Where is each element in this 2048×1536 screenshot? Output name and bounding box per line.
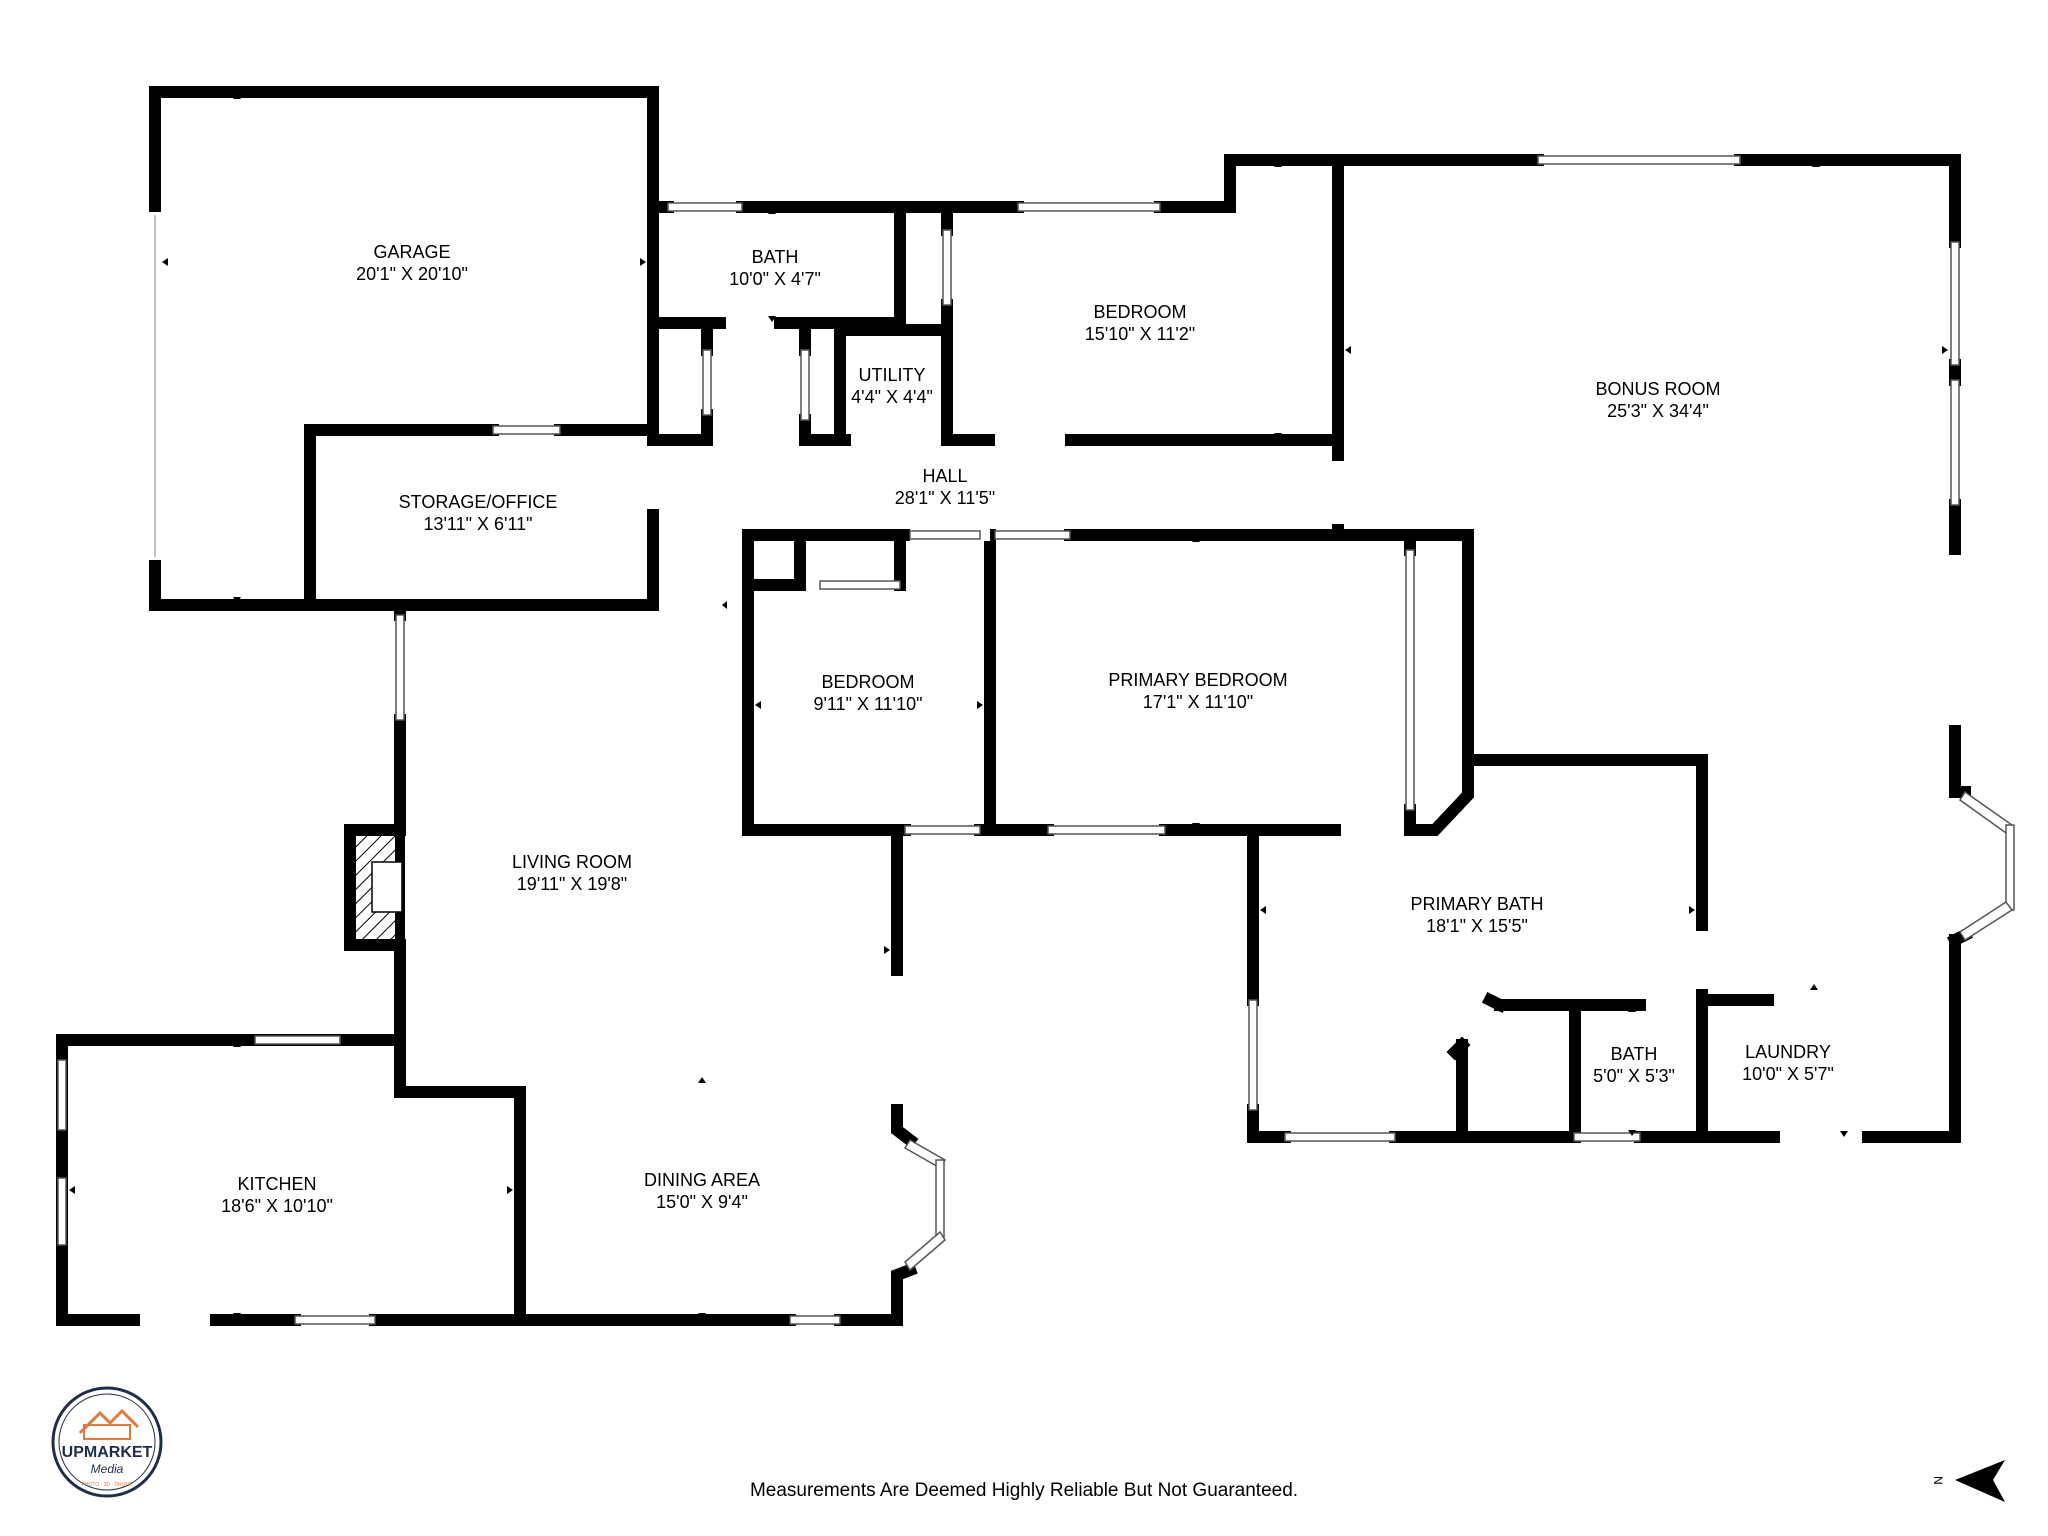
room-name-storage-office: STORAGE/OFFICE <box>399 492 558 512</box>
room-name-laundry: LAUNDRY <box>1745 1042 1831 1062</box>
logo-name: UPMARKET <box>62 1444 153 1461</box>
room-dims-utility: 4'4" X 4'4" <box>851 387 933 407</box>
windows <box>57 155 2015 1326</box>
room-dims-kitchen: 18'6" X 10'10" <box>221 1196 333 1216</box>
room-name-kitchen: KITCHEN <box>237 1174 316 1194</box>
room-name-garage: GARAGE <box>373 242 450 262</box>
north-arrow-icon: N <box>1931 1460 2005 1502</box>
fireplace <box>345 825 405 950</box>
room-dims-bedroom-2: 9'11" X 11'10" <box>813 694 922 714</box>
room-dims-hall: 28'1" X 11'5" <box>895 488 995 508</box>
dimension-ticks <box>69 93 1948 1319</box>
room-name-bedroom-2: BEDROOM <box>821 672 914 692</box>
room-dims-storage-office: 13'11" X 6'11" <box>423 514 532 534</box>
room-name-bedroom: BEDROOM <box>1093 302 1186 322</box>
logo-tagline: PHOTO · 3D · DRONE <box>81 1482 133 1488</box>
room-name-primary-bath: PRIMARY BATH <box>1410 894 1543 914</box>
room-dims-bedroom: 15'10" X 11'2" <box>1085 324 1195 344</box>
walls <box>56 86 1974 1326</box>
room-dims-bonus-room: 25'3" X 34'4" <box>1607 401 1709 421</box>
room-dims-primary-bath: 18'1" X 15'5" <box>1426 916 1528 936</box>
room-name-primary-bedroom: PRIMARY BEDROOM <box>1108 670 1287 690</box>
room-dims-bath: 10'0" X 4'7" <box>729 269 821 289</box>
room-name-bath: BATH <box>752 247 799 267</box>
room-name-dining-area: DINING AREA <box>644 1170 760 1190</box>
room-name-bath-2: BATH <box>1611 1044 1658 1064</box>
disclaimer: Measurements Are Deemed Highly Reliable … <box>749 1480 1299 1501</box>
room-name-utility: UTILITY <box>858 365 925 385</box>
room-name-bonus-room: BONUS ROOM <box>1595 379 1720 399</box>
room-dims-dining-area: 15'0" X 9'4" <box>656 1192 748 1212</box>
room-labels: GARAGE 20'1" X 20'10" BATH 10'0" X 4'7" … <box>221 242 1834 1216</box>
room-dims-laundry: 10'0" X 5'7" <box>1742 1064 1834 1084</box>
room-dims-garage: 20'1" X 20'10" <box>356 264 468 284</box>
upmarket-media-logo: UPMARKET Media PHOTO · 3D · DRONE <box>51 1386 163 1498</box>
room-name-hall: HALL <box>922 466 967 486</box>
north-label: N <box>1931 1476 1945 1485</box>
fixtures <box>1446 991 1509 1061</box>
room-dims-bath-2: 5'0" X 5'3" <box>1593 1066 1675 1086</box>
room-dims-living-room: 19'11" X 19'8" <box>517 874 627 894</box>
room-dims-primary-bedroom: 17'1" X 11'10" <box>1143 692 1253 712</box>
logo-sub: Media <box>91 1462 124 1476</box>
room-name-living-room: LIVING ROOM <box>512 852 632 872</box>
